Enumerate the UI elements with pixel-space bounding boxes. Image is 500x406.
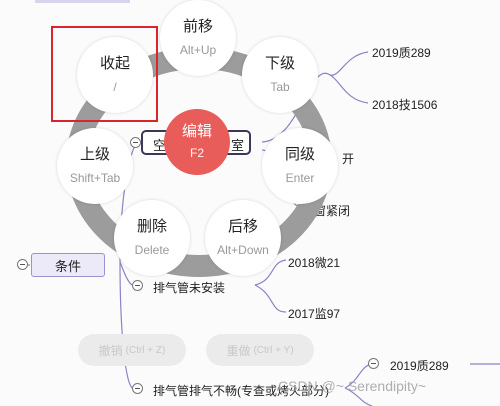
collapse-toggle-exhaust-blocked[interactable] <box>132 383 143 394</box>
menu-item-collapse[interactable]: 收起 / <box>77 37 153 113</box>
menu-item-collapse-shortcut: / <box>113 80 117 94</box>
menu-item-delete-label: 删除 <box>136 218 167 235</box>
menu-item-add-parent-label: 上级 <box>79 146 110 163</box>
menu-item-add-sibling-shortcut: Enter <box>285 171 315 185</box>
menu-item-add-parent-shortcut: Shift+Tab <box>69 171 121 185</box>
redo-label: 重做 <box>226 343 251 358</box>
node-exhaust-not-installed[interactable]: 排气管未安装 <box>153 281 226 295</box>
branch-node-partial-open[interactable]: 开 <box>342 152 355 166</box>
menu-item-move-down[interactable]: 后移 Alt+Down <box>205 200 281 276</box>
branch-node-bottom-2019-289[interactable]: 2019质289 <box>390 359 449 373</box>
collapse-toggle-bottom-right[interactable] <box>368 358 379 369</box>
menu-item-add-parent[interactable]: 上级 Shift+Tab <box>57 128 133 204</box>
menu-center-label: 编辑 <box>181 123 212 140</box>
menu-item-add-child-label: 下级 <box>264 55 295 72</box>
menu-item-add-sibling[interactable]: 同级 Enter <box>262 128 338 204</box>
undo-button[interactable]: 撤销 (Ctrl + Z) <box>78 334 186 366</box>
redo-shortcut: (Ctrl + Y) <box>253 344 294 356</box>
node-exhaust-blocked[interactable]: 排气管排气不畅(专查或烤火部分) <box>153 384 329 398</box>
condition-node-label: 条件 <box>54 258 81 274</box>
undo-shortcut: (Ctrl + Z) <box>125 344 166 356</box>
menu-item-add-child[interactable]: 下级 Tab <box>242 37 318 113</box>
annotation-highlight-box <box>51 26 158 122</box>
menu-item-move-down-label: 后移 <box>227 218 258 235</box>
menu-item-delete[interactable]: 删除 Delete <box>114 200 190 276</box>
menu-item-collapse-label: 收起 <box>99 55 130 72</box>
menu-item-add-child-shortcut: Tab <box>270 80 290 94</box>
menu-item-move-down-shortcut: Alt+Down <box>217 243 269 257</box>
redo-button[interactable]: 重做 (Ctrl + Y) <box>206 334 314 366</box>
menu-item-delete-shortcut: Delete <box>134 243 170 257</box>
branch-node-2017-97[interactable]: 2017监97 <box>288 307 341 321</box>
menu-item-add-sibling-label: 同级 <box>284 146 315 163</box>
menu-center-edit-button[interactable]: 编辑 F2 <box>164 109 230 175</box>
branch-node-2018-1506[interactable]: 2018技1506 <box>372 98 438 112</box>
watermark: CSDN @~ Serendipity~ <box>278 378 427 394</box>
collapse-toggle-condition[interactable] <box>17 259 28 270</box>
condition-node[interactable]: 条件 <box>31 253 105 277</box>
menu-item-move-up-label: 前移 <box>182 18 213 35</box>
undo-label: 撤销 <box>98 343 123 358</box>
menu-item-move-up[interactable]: 前移 Alt+Up <box>160 0 236 76</box>
branch-node-2019-289[interactable]: 2019质289 <box>372 46 431 60</box>
branch-node-2018-21[interactable]: 2018微21 <box>288 256 341 270</box>
collapse-toggle-exhaust-not-installed[interactable] <box>132 280 143 291</box>
menu-item-move-up-shortcut: Alt+Up <box>179 43 217 57</box>
menu-center-shortcut: F2 <box>189 146 204 160</box>
